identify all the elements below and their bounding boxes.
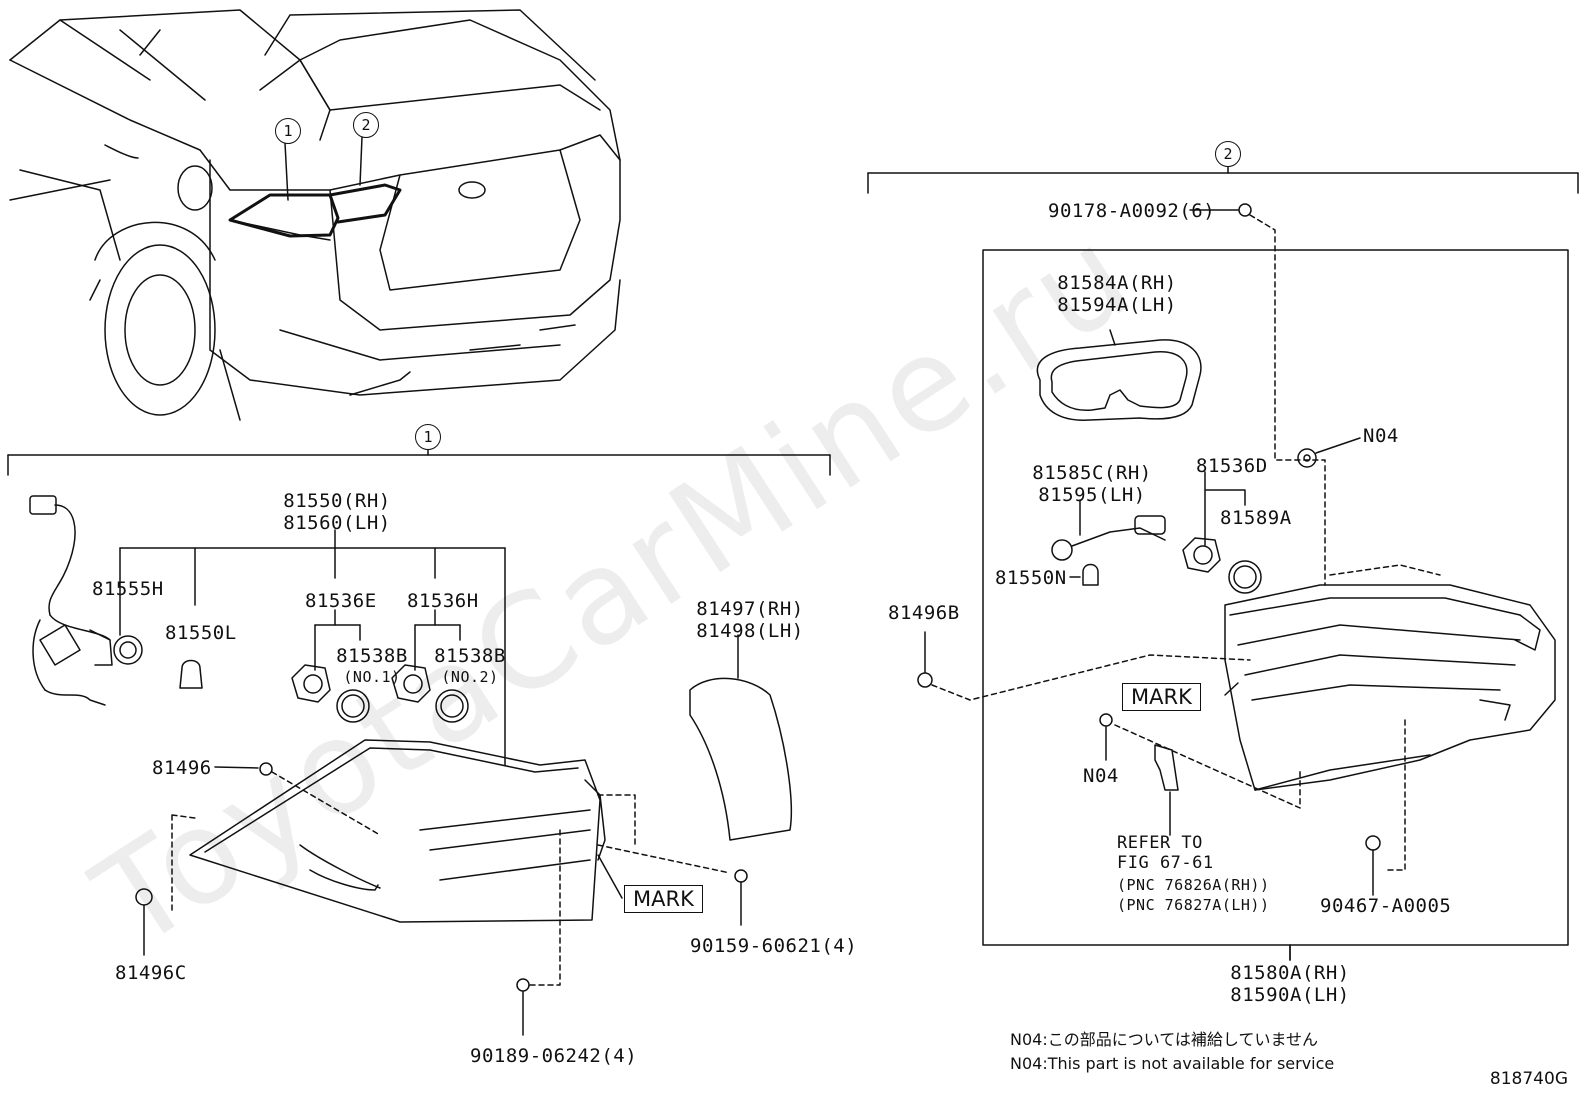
socket-wire-81585c	[1051, 499, 1166, 561]
label-81550l: 81550L	[165, 622, 237, 644]
group2-bracket	[867, 165, 1579, 194]
label-81580a: 81580A(RH)81590A(LH)	[1230, 962, 1350, 1006]
screw-90159	[734, 869, 748, 883]
callout-1-group: 1	[415, 424, 441, 450]
gasket-no1	[336, 689, 370, 723]
gasket-81589a	[1228, 560, 1262, 594]
label-90467: 90467-A0005	[1320, 895, 1452, 917]
note-jp: N04:この部品については補給していません	[1010, 1030, 1318, 1049]
clip-90467	[1365, 835, 1381, 851]
bolt-90178	[1238, 203, 1252, 217]
label-81496: 81496	[152, 757, 212, 779]
diagram-code: 818740G	[1489, 1069, 1568, 1089]
tail-lamp-2	[1224, 584, 1556, 791]
label-refer-4: (PNC 76827A(LH))	[1117, 896, 1270, 914]
callout-1-vehicle: 1	[275, 118, 301, 144]
n04-screw	[1099, 713, 1113, 727]
label-81496c: 81496C	[115, 962, 187, 984]
n04-washer	[1297, 448, 1317, 468]
label-81589a: 81589A	[1220, 507, 1292, 529]
socket-81536h	[391, 664, 431, 703]
label-81538b-no1: 81538B(NO.1)	[336, 645, 408, 686]
label-refer-2: FIG 67-61	[1117, 853, 1214, 873]
group1-bracket	[7, 447, 831, 476]
label-81497-reflector: 81497(RH)81498(LH)	[696, 598, 804, 642]
mark-label-1: MARK	[624, 885, 703, 913]
label-81536d: 81536D	[1196, 455, 1268, 477]
label-n04-lower: N04	[1083, 765, 1119, 787]
gasket-81584a	[1036, 329, 1202, 421]
bracket	[1154, 744, 1179, 791]
label-81550n: 81550N	[995, 567, 1067, 589]
note-en: N04:This part is not available for servi…	[1010, 1054, 1335, 1073]
mark-label-2: MARK	[1122, 683, 1201, 711]
callout-2-vehicle: 2	[353, 112, 379, 138]
socket-81536d	[1182, 537, 1221, 573]
tail-lamp-1	[189, 739, 606, 923]
label-90159: 90159-60621(4)	[690, 935, 858, 957]
label-90178: 90178-A0092(6)	[1048, 200, 1216, 222]
label-81536h: 81536H	[407, 590, 479, 612]
bulb-81550l	[179, 659, 203, 689]
label-81555h: 81555H	[92, 578, 164, 600]
screw-90189	[516, 978, 530, 992]
clip-81496c	[135, 888, 153, 906]
bulb-81550n	[1082, 563, 1099, 586]
label-refer-1: REFER TO	[1117, 833, 1203, 853]
socket-81536e	[291, 664, 331, 703]
gasket-no2	[435, 689, 469, 723]
label-90189: 90189-06242(4)	[470, 1045, 638, 1067]
label-81538b-no2: 81538B(NO.2)	[434, 645, 506, 686]
label-81550-assembly: 81550(RH)81560(LH)	[283, 490, 391, 534]
label-81584a: 81584A(RH)81594A(LH)	[1057, 272, 1177, 316]
vehicle-illustration	[9, 9, 621, 421]
label-n04-upper: N04	[1363, 425, 1399, 447]
label-81496b: 81496B	[888, 602, 960, 624]
nut-81496	[259, 762, 273, 776]
wire-harness	[29, 495, 143, 706]
nut-81496b	[917, 672, 933, 688]
reflector	[689, 634, 793, 841]
group1-leaders	[119, 529, 506, 766]
label-81585c: 81585C(RH)81595(LH)	[1032, 462, 1152, 506]
callout-2-group: 2	[1215, 141, 1241, 167]
label-81536e: 81536E	[305, 590, 377, 612]
label-refer-3: (PNC 76826A(RH))	[1117, 876, 1270, 894]
